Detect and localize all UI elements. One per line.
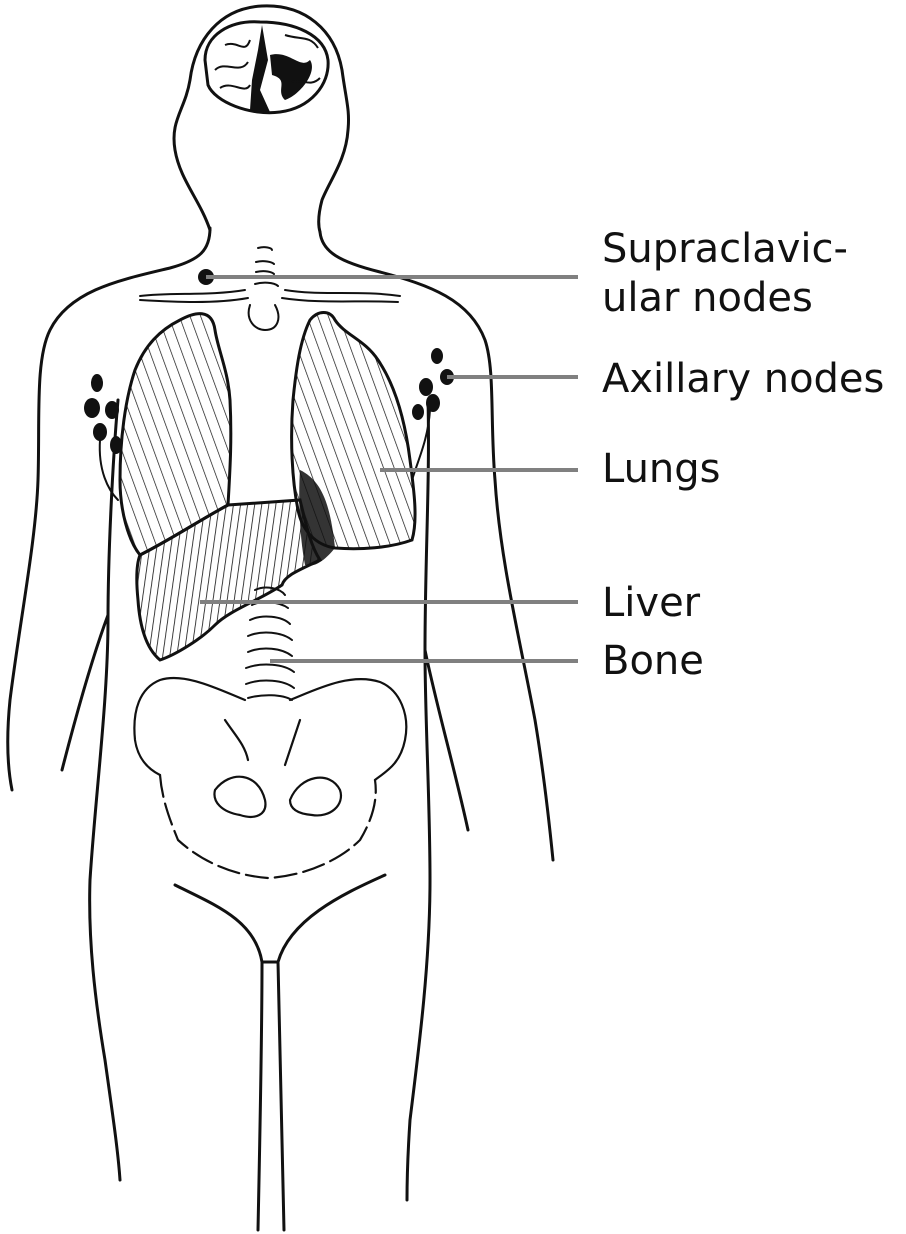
- label-supraclavicular-line2: ular nodes: [602, 275, 813, 321]
- crotch-line: [173, 873, 387, 964]
- axillary-nodes-right-icon: [412, 348, 454, 420]
- head-outline: [172, 4, 350, 234]
- label-axillary: Axillary nodes: [602, 356, 885, 402]
- torso-left-side: [88, 398, 122, 1182]
- label-lungs: Lungs: [602, 446, 721, 492]
- left-arm-inner: [60, 613, 110, 772]
- clavicle-right: [284, 289, 401, 297]
- body-outline-left: [6, 226, 212, 792]
- inner-leg-right: [276, 960, 286, 1232]
- brain-icon: [203, 20, 330, 115]
- axillary-vessel-left: [98, 439, 119, 501]
- axillary-nodes-left-icon: [84, 374, 122, 454]
- inner-leg-left: [256, 960, 264, 1232]
- sternum: [247, 304, 280, 331]
- clavicle-left-2: [139, 297, 249, 303]
- trachea: [254, 246, 279, 287]
- spine: [245, 586, 295, 701]
- right-arm-inner: [423, 648, 470, 832]
- label-liver: Liver: [602, 580, 701, 626]
- label-bone: Bone: [602, 638, 704, 684]
- left-lung: [290, 311, 417, 551]
- pelvis: [133, 676, 408, 880]
- clavicle-left: [139, 289, 246, 297]
- liver: [135, 498, 323, 662]
- clavicle-right-2: [281, 297, 399, 303]
- label-supraclavicular: Supraclavic- ular nodes: [602, 226, 848, 321]
- torso-right-side: [405, 398, 432, 1202]
- axillary-vessel-right: [411, 409, 431, 481]
- label-supraclavicular-line1: Supraclavic-: [602, 226, 848, 272]
- body-outline-right: [318, 230, 555, 862]
